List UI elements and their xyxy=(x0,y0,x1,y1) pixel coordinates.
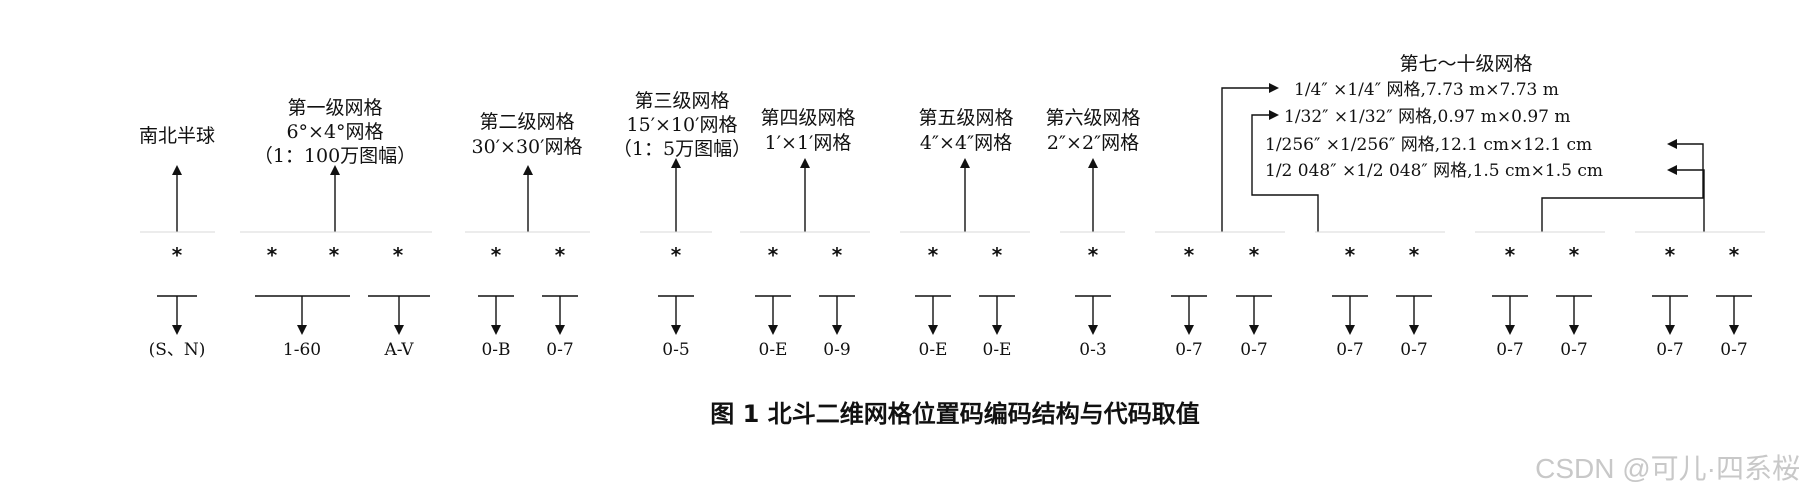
star: * xyxy=(329,243,340,267)
hemisphere-title: 南北半球 xyxy=(139,125,215,147)
level6-title: 第六级网格 xyxy=(1045,107,1140,129)
figure-caption: 图 1 北斗二维网格位置码编码结构与代码取值 xyxy=(710,400,1199,428)
level2-title: 第二级网格 xyxy=(479,111,574,133)
star: * xyxy=(832,243,843,267)
level10-row: 1/2 048″ ×1/2 048″ 网格,1.5 cm×1.5 cm xyxy=(1265,161,1603,181)
level6-size: 2″×2″网格 xyxy=(1047,132,1139,154)
star: * xyxy=(1505,243,1516,267)
level4-size: 1′×1′网格 xyxy=(765,132,852,154)
star: * xyxy=(671,243,682,267)
code-row: (S、N) 1-60 A-V 0-B 0-7 0-5 0-E 0-9 0-E 0… xyxy=(149,340,1748,360)
level1-size: 6°×4°网格 xyxy=(286,121,383,143)
level7-row: 1/4″ ×1/4″ 网格,7.73 m×7.73 m xyxy=(1294,80,1559,100)
code-l8-b: 0-7 xyxy=(1400,340,1427,360)
code-l10-a: 0-7 xyxy=(1656,340,1683,360)
star: * xyxy=(172,243,183,267)
level8-connector xyxy=(1251,110,1319,232)
level1-title: 第一级网格 xyxy=(287,97,382,119)
level8-row: 1/32″ ×1/32″ 网格,0.97 m×0.97 m xyxy=(1284,107,1571,127)
star: * xyxy=(992,243,1003,267)
star: * xyxy=(1569,243,1580,267)
code-l8-a: 0-7 xyxy=(1336,340,1363,360)
level3-title: 第三级网格 xyxy=(634,90,729,112)
underline-row xyxy=(157,295,1752,335)
star: * xyxy=(1088,243,1099,267)
level7to10-title: 第七～十级网格 xyxy=(1399,53,1532,75)
watermark: CSDN @可儿·四系桜 xyxy=(1535,453,1800,484)
code-l4-a: 0-E xyxy=(759,340,788,360)
star: * xyxy=(555,243,566,267)
code-l1-a: 1-60 xyxy=(283,340,321,360)
star: * xyxy=(267,243,278,267)
level3-scale: （1：5万图幅） xyxy=(613,138,751,160)
code-l1-b: A-V xyxy=(383,340,414,360)
code-l7-a: 0-7 xyxy=(1175,340,1202,360)
code-l10-b: 0-7 xyxy=(1720,340,1747,360)
star: * xyxy=(1249,243,1260,267)
code-l7-b: 0-7 xyxy=(1240,340,1267,360)
level5-size: 4″×4″网格 xyxy=(920,132,1012,154)
code-l5-b: 0-E xyxy=(983,340,1012,360)
level9-connector xyxy=(1541,139,1704,232)
star: * xyxy=(1409,243,1420,267)
code-l5-a: 0-E xyxy=(919,340,948,360)
star: * xyxy=(928,243,939,267)
code-hemisphere: (S、N) xyxy=(149,340,206,360)
code-l4-b: 0-9 xyxy=(823,340,850,360)
code-l9-b: 0-7 xyxy=(1560,340,1587,360)
level5-title: 第五级网格 xyxy=(918,107,1013,129)
star: * xyxy=(768,243,779,267)
code-l6: 0-3 xyxy=(1079,340,1106,360)
code-l9-a: 0-7 xyxy=(1496,340,1523,360)
star: * xyxy=(1184,243,1195,267)
star: * xyxy=(491,243,502,267)
star-row: * * * * * * * * * * * * * * * * * * * * xyxy=(172,243,1740,267)
level2-size: 30′×30′网格 xyxy=(472,136,583,158)
code-l2-b: 0-7 xyxy=(546,340,573,360)
level9-row: 1/256″ ×1/256″ 网格,12.1 cm×12.1 cm xyxy=(1265,135,1592,155)
star: * xyxy=(1729,243,1740,267)
star: * xyxy=(393,243,404,267)
code-l2-a: 0-B xyxy=(481,340,510,360)
star: * xyxy=(1665,243,1676,267)
level3-size: 15′×10′网格 xyxy=(627,114,738,136)
level7-connector xyxy=(1221,83,1279,232)
code-l3: 0-5 xyxy=(662,340,689,360)
level4-title: 第四级网格 xyxy=(760,107,855,129)
level1-scale: （1：100万图幅） xyxy=(254,145,416,167)
star: * xyxy=(1345,243,1356,267)
level10-connector xyxy=(1667,165,1705,232)
